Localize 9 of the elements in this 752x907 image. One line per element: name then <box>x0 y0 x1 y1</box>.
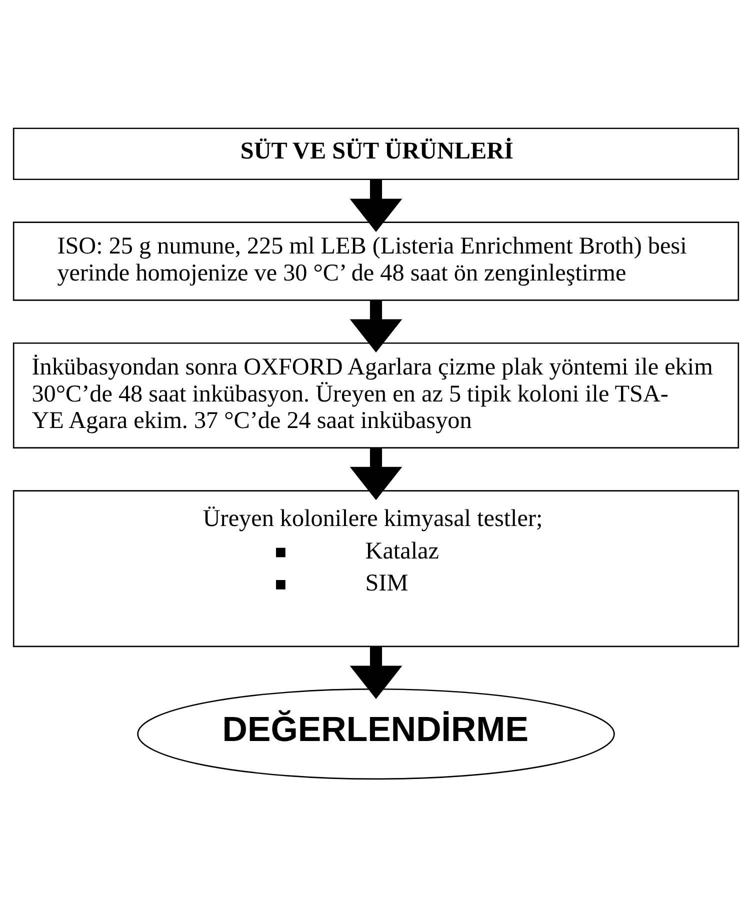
arrow <box>350 300 402 352</box>
arrow <box>350 180 402 232</box>
arrow <box>350 646 402 700</box>
node-box: İnkübasyondan sonra OXFORD Agarlara çizme plak yöntemi ile ekim 30°C’de 48 saat inkübasyon. Üreyen en az 5 tipik koloni ile TSA-YE Agara ekim. 37 °C’de 24 saat inkübasyon <box>12 342 740 448</box>
arrow <box>350 448 402 500</box>
node-ellipse: DEĞERLENDİRME <box>137 688 615 780</box>
node-box: SÜT VE SÜT ÜRÜNLERİ <box>12 128 740 180</box>
node-box: Üreyen kolonilere kimyasal testler; Katalaz SIM <box>12 490 740 648</box>
node-box: ISO: 25 g numune, 225 ml LEB (Listeria Enrichment Broth) besi yerinde homojenize ve 30 °C’ de 48 saat ön zenginleştirme <box>12 222 740 301</box>
